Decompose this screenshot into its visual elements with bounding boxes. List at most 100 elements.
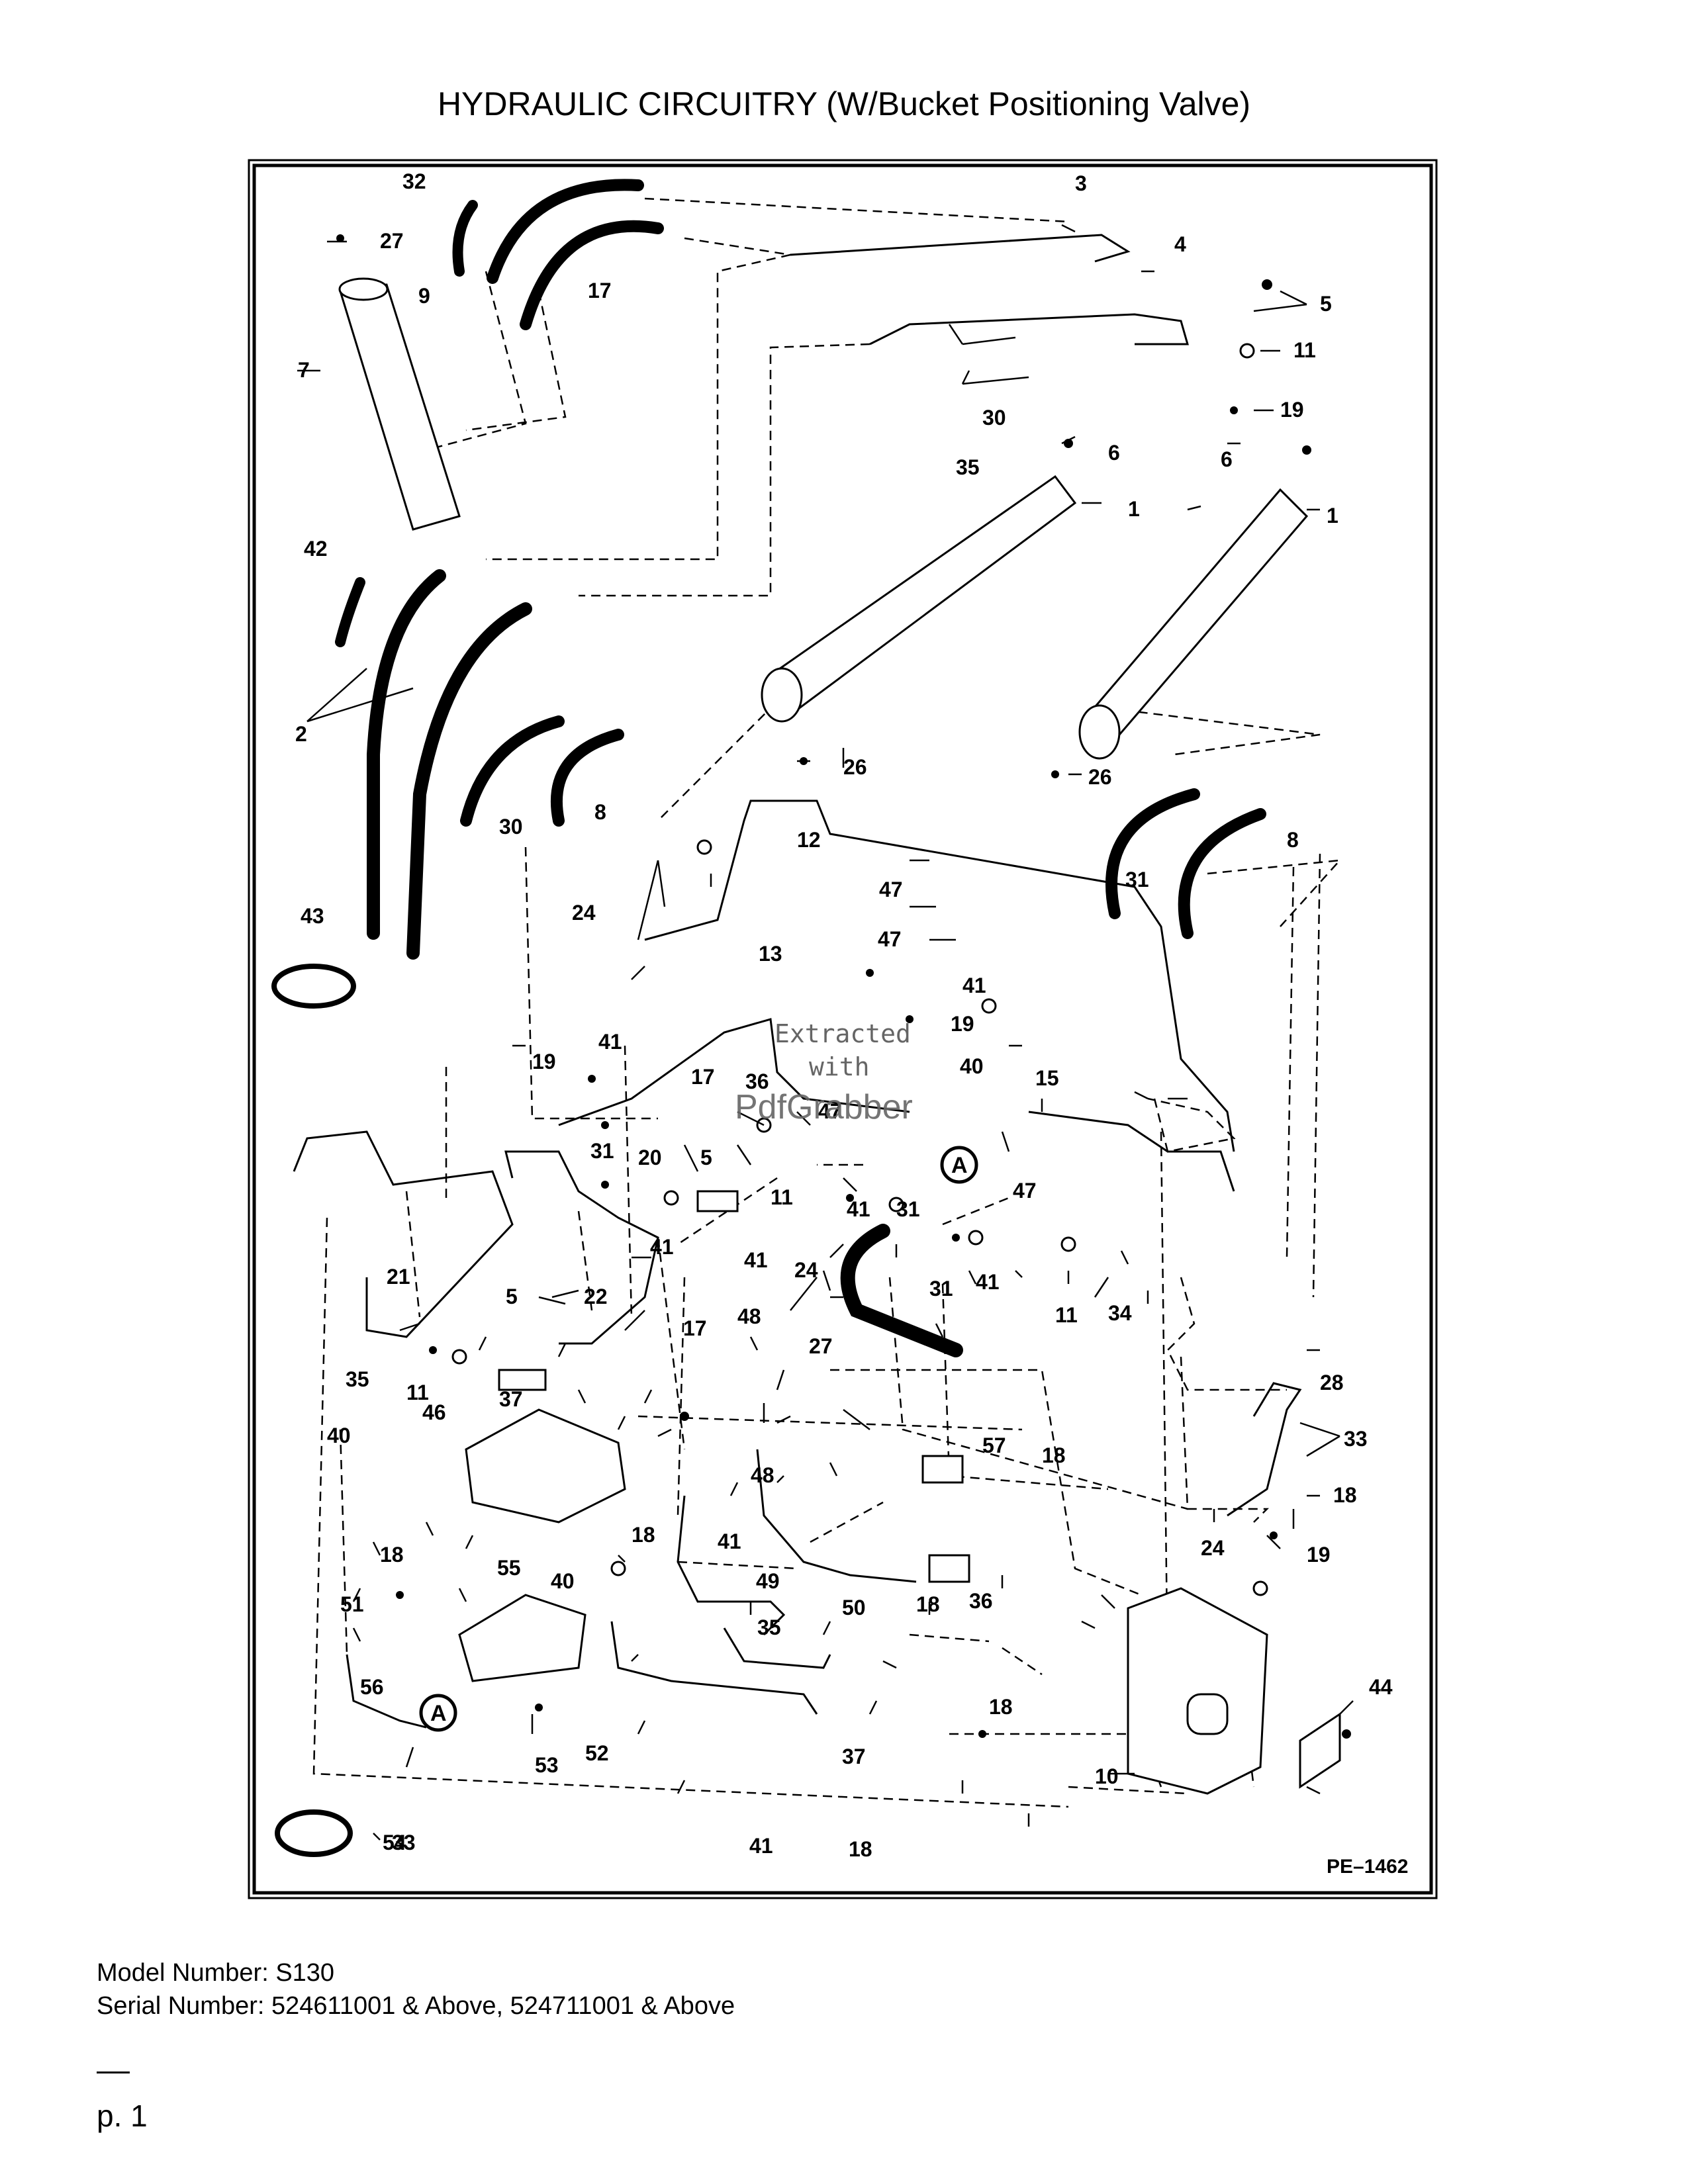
- callout: 22: [584, 1285, 608, 1308]
- tube-49: [756, 1449, 917, 1583]
- callout: 44: [1369, 1675, 1393, 1699]
- callout: 6: [1108, 441, 1120, 465]
- callout: 47: [879, 878, 903, 901]
- callout: 27: [380, 229, 404, 253]
- callout: 18: [1042, 1443, 1066, 1467]
- callout: 7: [298, 358, 310, 382]
- callout: 15: [1035, 1066, 1059, 1090]
- diagram-outer-frame: [248, 159, 1438, 1899]
- callout: 30: [982, 406, 1006, 430]
- callout: 24: [1201, 1536, 1225, 1560]
- page-separator: [97, 2071, 130, 2073]
- cylinder-7: [339, 283, 461, 531]
- watermark-line1: Extracted: [774, 1019, 911, 1048]
- callout: 41: [976, 1270, 1000, 1294]
- callout: 41: [650, 1235, 674, 1259]
- callout: 1: [1128, 497, 1140, 521]
- callout: 41: [749, 1834, 773, 1858]
- callout: 20: [638, 1146, 662, 1169]
- bracket-55: [458, 1594, 586, 1682]
- callout: 27: [809, 1334, 833, 1358]
- callout: 53: [535, 1753, 559, 1777]
- watermark: Extracted with PdfGrabber: [735, 1019, 913, 1126]
- callout: 19: [1280, 398, 1304, 422]
- page-number: p. 1: [97, 2099, 148, 2133]
- section-ref-circle: [419, 1694, 457, 1732]
- hose-17: [520, 220, 664, 330]
- callout: 17: [588, 279, 612, 302]
- callout: 34: [1108, 1301, 1132, 1325]
- hose-group: [271, 179, 1266, 1857]
- callout: 41: [598, 1030, 622, 1054]
- callout: 41: [718, 1529, 741, 1553]
- callout: 18: [1333, 1483, 1357, 1507]
- callout: 31: [929, 1277, 953, 1300]
- tube-3: [790, 234, 1131, 263]
- callout: 5: [506, 1285, 518, 1308]
- valve-block-37: [465, 1408, 626, 1524]
- tube-56: [346, 1654, 427, 1729]
- callout: 3: [1075, 171, 1087, 195]
- diagram-inner-frame: [252, 163, 1433, 1895]
- callout: 11: [1055, 1303, 1078, 1327]
- callout: 49: [756, 1569, 780, 1593]
- callout: 10: [1095, 1764, 1119, 1788]
- cylinder-group: [338, 277, 1309, 760]
- hose-29b: [1105, 788, 1200, 919]
- hose-8a: [550, 729, 624, 827]
- callout: 18: [632, 1523, 655, 1547]
- hose-2a: [367, 569, 446, 940]
- tube-50: [677, 1495, 786, 1636]
- callout: 8: [1287, 828, 1299, 852]
- callout: 11: [771, 1185, 793, 1209]
- callout: 47: [818, 1099, 842, 1123]
- callout: 43: [301, 904, 324, 928]
- callout: 19: [532, 1050, 556, 1073]
- callout: 31: [1125, 868, 1149, 891]
- callout: 40: [327, 1424, 351, 1447]
- cylinder-1-left-end: [761, 667, 803, 723]
- section-ref-label: A: [430, 1701, 447, 1726]
- callout: 41: [744, 1248, 768, 1272]
- leader-lines: [297, 224, 1354, 1841]
- callout: 51: [340, 1592, 364, 1616]
- callout: 36: [969, 1589, 993, 1613]
- callout: 8: [594, 800, 606, 824]
- callout: 35: [757, 1615, 781, 1639]
- callout: 24: [572, 901, 596, 925]
- callout: 48: [751, 1463, 774, 1487]
- callout: 30: [499, 815, 523, 839]
- cylinder-1-right: [1087, 488, 1309, 750]
- callout: 13: [759, 942, 782, 966]
- line-13: [558, 1018, 910, 1126]
- callout: 32: [402, 169, 426, 193]
- cover-plate-44: [1299, 1712, 1341, 1789]
- callout: 5: [700, 1146, 712, 1169]
- callout: 11: [1293, 338, 1316, 362]
- callout: 48: [737, 1304, 761, 1328]
- callout-numbers: 32 27 9 17 7 3 4 5 11 19 30 35 6 6 1 1 4…: [295, 169, 1393, 1861]
- callout: 6: [1221, 447, 1233, 471]
- watermark-line3: PdfGrabber: [735, 1088, 913, 1126]
- callout: 31: [896, 1197, 920, 1221]
- section-ref-circle: [940, 1146, 978, 1184]
- callout: 26: [1088, 765, 1112, 789]
- callout: 17: [691, 1065, 715, 1089]
- callout: 18: [989, 1695, 1013, 1719]
- callout: 5: [1320, 292, 1332, 316]
- callout: 36: [745, 1069, 769, 1093]
- coil-33: [275, 1809, 353, 1857]
- fitting-57: [921, 1455, 964, 1484]
- cylinder-1-right-end: [1078, 704, 1121, 760]
- callout: 47: [1013, 1179, 1037, 1203]
- callout: 11: [406, 1381, 429, 1404]
- callout: 55: [497, 1556, 521, 1580]
- tube-22: [504, 1150, 659, 1345]
- bracket-5-lower: [498, 1369, 547, 1391]
- callout: 2: [295, 722, 307, 746]
- valve-group: [458, 1190, 1341, 1795]
- callout: 37: [842, 1745, 866, 1768]
- callout: 31: [590, 1139, 614, 1163]
- control-valve-10: [1127, 1587, 1268, 1795]
- tube-39: [610, 1621, 818, 1715]
